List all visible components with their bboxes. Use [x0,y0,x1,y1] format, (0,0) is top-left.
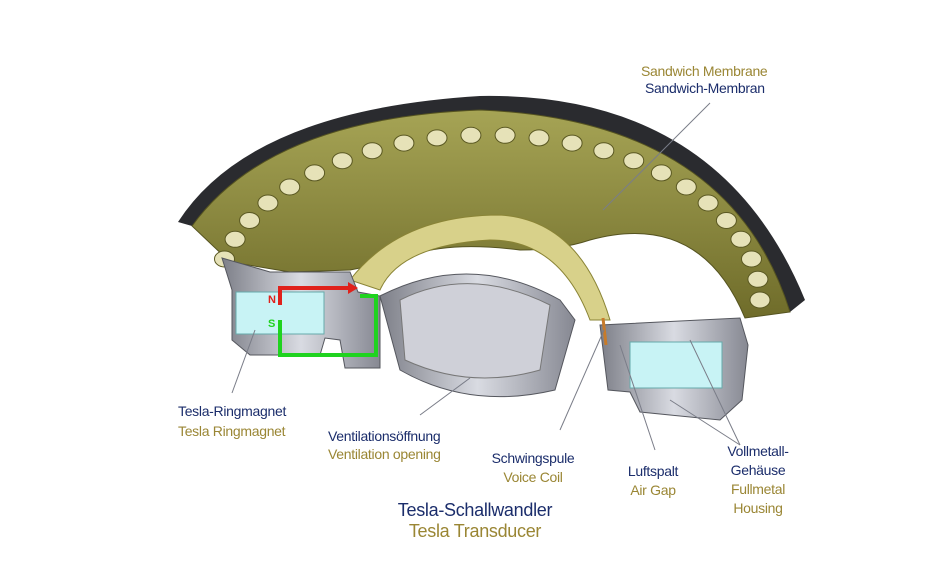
membrane-hole [426,129,448,147]
voice-coil [601,317,608,346]
voice-coil-label-de: Schwingspule [491,450,575,466]
membrane-hole [593,142,615,160]
ventilation-label-de: Ventilationsöffnung [328,428,441,444]
membrane-hole [460,126,482,144]
ringmagnet-label-de: Tesla-Ringmagnet [178,403,287,419]
membrane-hole [715,212,737,229]
membrane-label-en: Sandwich Membrane [641,63,768,79]
inner-dome [349,214,611,321]
membrane-hole [697,194,719,212]
membrane-hole [749,291,771,309]
voice-coil-label-en: Voice Coil [503,469,563,485]
housing-label-de-2: Gehäuse [730,462,786,478]
membrane-hole [331,152,353,170]
membrane-hole [623,152,645,170]
membrane-hole [747,270,769,288]
membrane-hole [741,250,762,268]
air-gap-label-en: Air Gap [630,482,676,498]
title-en: Tesla Transducer [408,521,542,541]
membrane-hole [730,230,752,248]
membrane-holes [214,126,771,309]
membrane-hole [304,164,326,182]
membrane-hole [494,126,516,144]
housing-label-de-1: Vollmetall- [727,443,789,459]
north-pole-label: N [268,294,276,306]
membrane-hole [279,178,301,196]
membrane-hole [528,129,550,147]
membrane-hole [650,164,672,182]
south-pole-label: S [268,318,275,330]
ventilation-label-en: Ventilation opening [328,446,441,462]
leader-lines [231,102,741,451]
ringmagnet-label-en: Tesla Ringmagnet [178,423,286,439]
membrane-hole [361,142,383,160]
housing-label-en-1: Fullmetal [730,481,786,497]
ventilation-opening [399,283,551,379]
title-de: Tesla-Schallwandler [397,500,553,520]
right-ringmagnet [629,341,723,389]
membrane-hole [393,134,415,152]
flux-line-south [278,294,378,357]
membrane-hole [239,212,261,229]
housing-label-en-2: Housing [733,500,783,516]
membrane-hole [561,134,583,152]
membrane-hole [675,178,697,196]
air-gap-label-de: Luftspalt [627,463,679,479]
membrane-hole [257,194,279,212]
flux-line-north [278,286,348,305]
membrane-label-de: Sandwich-Membran [645,80,765,96]
flux-arrow-north [348,282,358,294]
membrane-hole [224,230,246,248]
